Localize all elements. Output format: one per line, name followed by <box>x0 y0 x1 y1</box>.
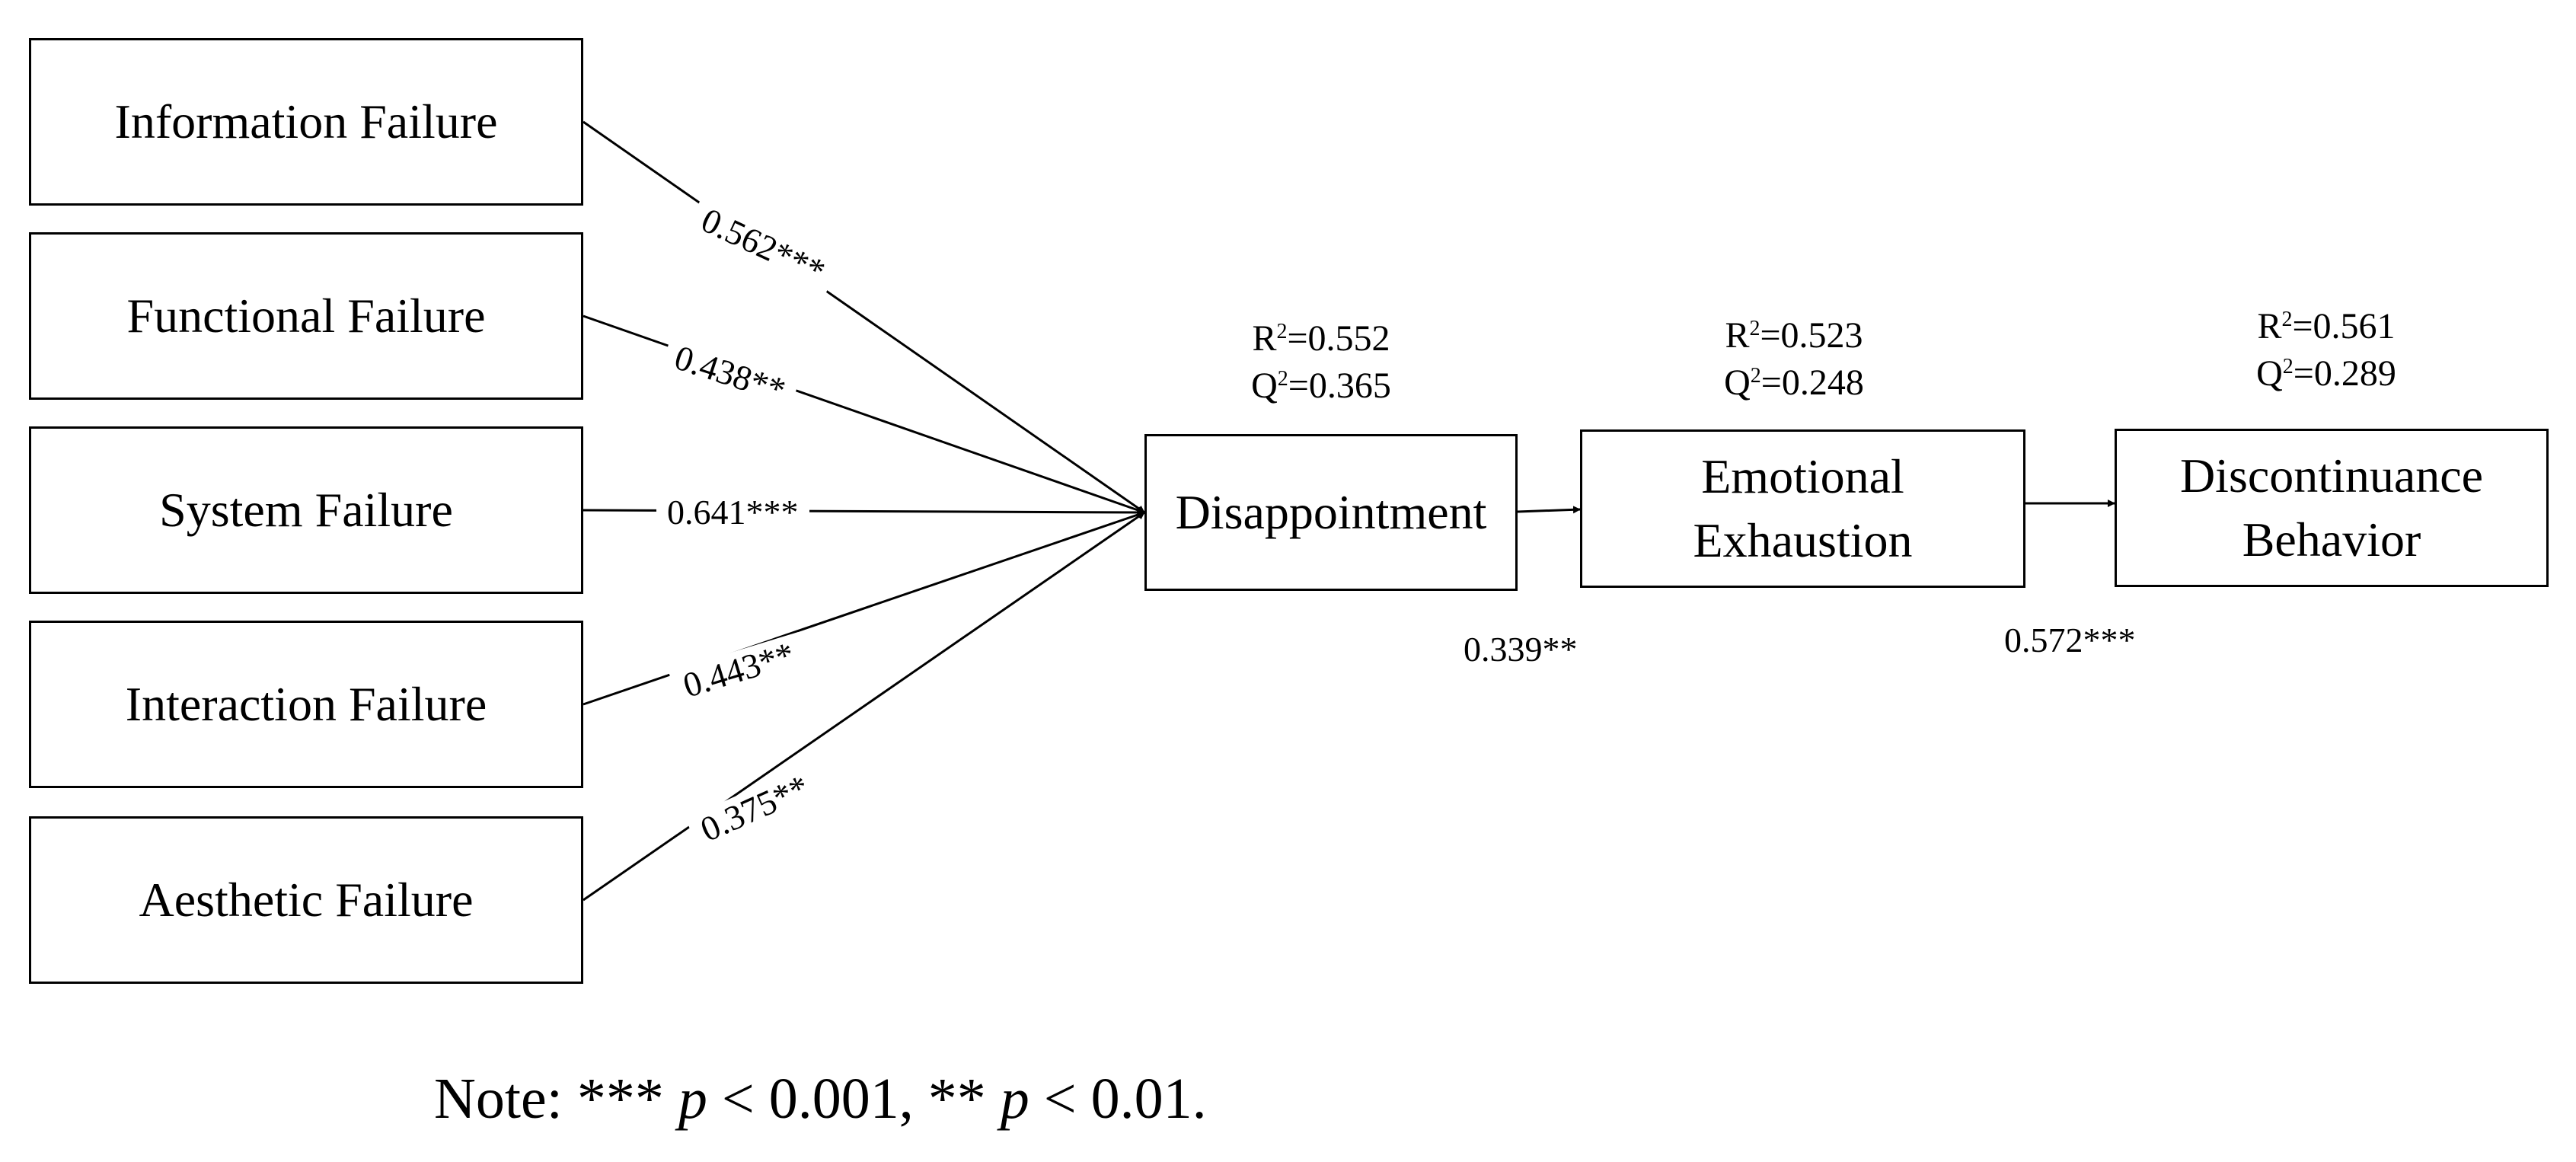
construct-emotional-exhaustion: Emotional Exhaustion <box>1580 429 2025 588</box>
construct-label: Aesthetic Failure <box>139 873 474 927</box>
arrow-interaction-to-disappointment <box>583 511 1145 706</box>
path-coefficient-exhaustion-discontinuance: 0.572*** <box>1993 621 2147 659</box>
construct-disappointment: Disappointment <box>1144 434 1518 591</box>
construct-system-failure: System Failure <box>29 426 583 594</box>
q-squared: Q2=0.365 <box>1251 366 1391 406</box>
stats-disappointment: R2=0.552 Q2=0.365 <box>1199 315 1443 410</box>
construct-interaction-failure: Interaction Failure <box>29 621 583 788</box>
construct-discontinuance-behavior: Discontinuance Behavior <box>2115 429 2549 587</box>
arrow-disappointment-to-exhaustion <box>1517 506 1581 514</box>
r-squared: R2=0.552 <box>1252 318 1390 359</box>
q-squared: Q2=0.289 <box>2256 353 2396 394</box>
construct-label-line: Exhaustion <box>1693 513 1913 567</box>
stats-emotional-exhaustion: R2=0.523 Q2=0.248 <box>1672 312 1916 407</box>
construct-label: Information Failure <box>114 94 498 148</box>
path-coefficient-disappointment-exhaustion: 0.339** <box>1453 630 1588 669</box>
construct-functional-failure: Functional Failure <box>29 232 583 400</box>
construct-aesthetic-failure: Aesthetic Failure <box>29 816 583 984</box>
r-squared: R2=0.561 <box>2257 306 2396 346</box>
construct-information-failure: Information Failure <box>29 38 583 206</box>
arrow-aesthetic-to-disappointment <box>583 511 1145 902</box>
construct-label: Interaction Failure <box>125 677 487 731</box>
construct-label: System Failure <box>159 483 453 537</box>
r-squared: R2=0.523 <box>1725 315 1863 356</box>
arrow-information-to-disappointment <box>583 120 1145 514</box>
construct-label-line: Disappointment <box>1175 485 1487 539</box>
path-coefficient-system: 0.641*** <box>656 493 809 532</box>
significance-note: Note: *** p < 0.001, ** p < 0.01. <box>434 1067 1207 1131</box>
q-squared: Q2=0.248 <box>1724 362 1864 403</box>
construct-label-line: Discontinuance <box>2179 449 2484 503</box>
construct-label-line: Behavior <box>2242 512 2421 567</box>
construct-label-line: Emotional <box>1701 449 1904 503</box>
construct-label: Functional Failure <box>126 289 486 343</box>
stats-discontinuance-behavior: R2=0.561 Q2=0.289 <box>2204 303 2448 397</box>
